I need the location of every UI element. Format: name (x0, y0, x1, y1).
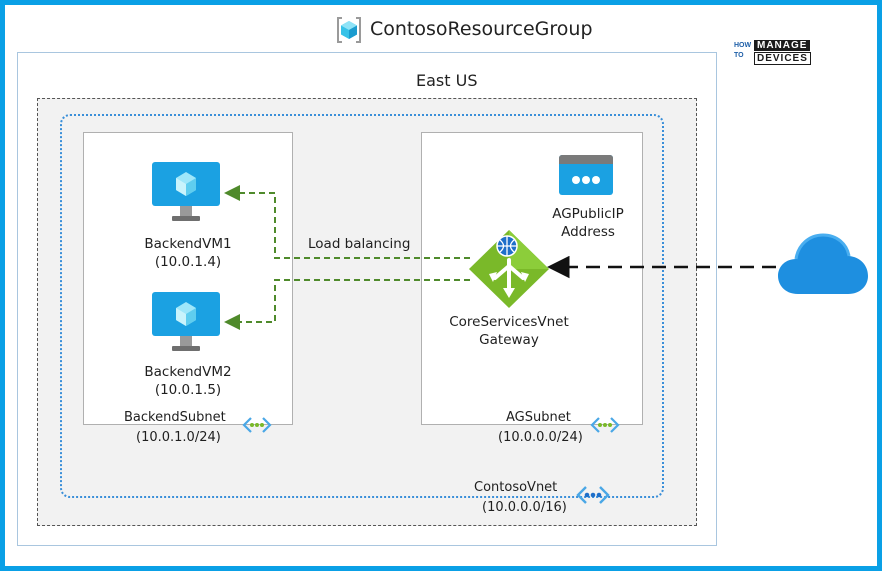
vm2-ip: (10.0.1.5) (154, 382, 222, 398)
ag-subnet-name: AGSubnet (506, 410, 571, 425)
lb-path-vm2 (224, 279, 470, 330)
watermark-devices: DEVICES (754, 52, 811, 65)
virtual-network-icon (576, 486, 610, 504)
vm2-name: BackendVM2 (144, 364, 232, 380)
virtual-machine-icon (152, 162, 220, 221)
ag-subnet-cidr: (10.0.0.0/24) (498, 430, 583, 445)
resource-group-icon (337, 17, 361, 43)
watermark-how: HOW (734, 42, 752, 49)
lb-path-vm1 (224, 185, 470, 259)
load-balancing-label: Load balancing (308, 236, 411, 252)
watermark-manage: MANAGE (754, 40, 811, 51)
virtual-machine-icon (152, 292, 220, 351)
public-ip-line1: AGPublicIP (552, 206, 624, 222)
region-label: East US (416, 71, 478, 90)
subnet-icon (590, 417, 620, 433)
gateway-line2: Gateway (479, 332, 539, 348)
public-ip-line2: Address (561, 224, 615, 240)
watermark-to: TO (734, 52, 744, 59)
gateway-line1: CoreServicesVnet (449, 314, 569, 330)
vnet-cidr: (10.0.0.0/16) (482, 500, 567, 515)
public-ip-icon (559, 155, 613, 195)
watermark-logo: HOW TO MANAGE DEVICES (734, 40, 820, 65)
backend-subnet-name: BackendSubnet (124, 410, 226, 425)
resource-group-container (17, 52, 717, 546)
backend-subnet-cidr: (10.0.1.0/24) (136, 430, 221, 445)
resource-group-title: ContosoResourceGroup (370, 18, 593, 40)
cloud-icon (778, 233, 868, 294)
subnet-icon (242, 417, 272, 433)
vm1-name: BackendVM1 (144, 236, 232, 252)
application-gateway-icon (469, 230, 549, 308)
vnet-name: ContosoVnet (474, 480, 558, 495)
vm1-ip: (10.0.1.4) (154, 254, 222, 270)
